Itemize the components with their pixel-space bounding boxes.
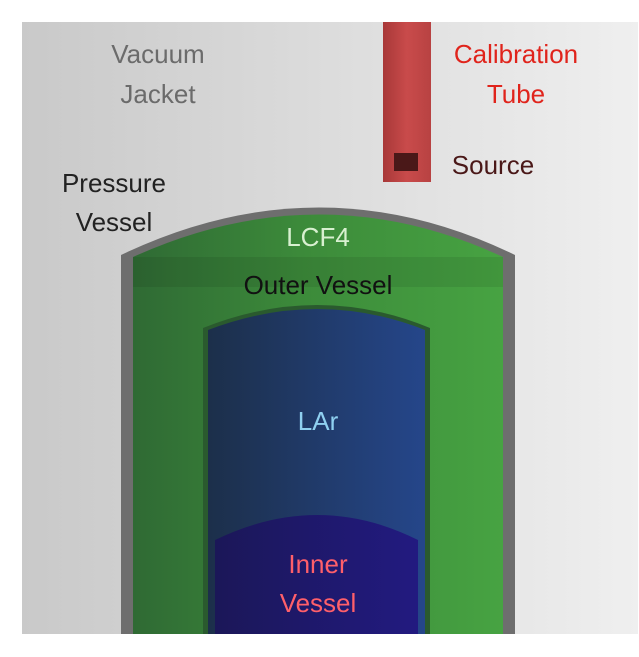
inner-vessel-region xyxy=(215,515,418,634)
lar-label: LAr xyxy=(298,406,339,436)
outer-vessel-label: Outer Vessel xyxy=(244,270,393,300)
lcf4-shade-band xyxy=(133,257,503,287)
calibration-tube-label-line1: Calibration xyxy=(454,39,578,69)
pressure-vessel-label-line2: Vessel xyxy=(76,207,153,237)
inner-vessel-label-line1: Inner xyxy=(288,549,348,579)
pressure-vessel-label-line1: Pressure xyxy=(62,168,166,198)
lcf4-label: LCF4 xyxy=(286,222,350,252)
source-marker xyxy=(394,153,418,171)
calibration-tube-label-line2: Tube xyxy=(487,79,545,109)
vacuum-jacket-label-line2: Jacket xyxy=(120,79,196,109)
inner-vessel-label-line2: Vessel xyxy=(280,588,357,618)
vacuum-jacket-label-line1: Vacuum xyxy=(111,39,204,69)
source-label: Source xyxy=(452,150,534,180)
